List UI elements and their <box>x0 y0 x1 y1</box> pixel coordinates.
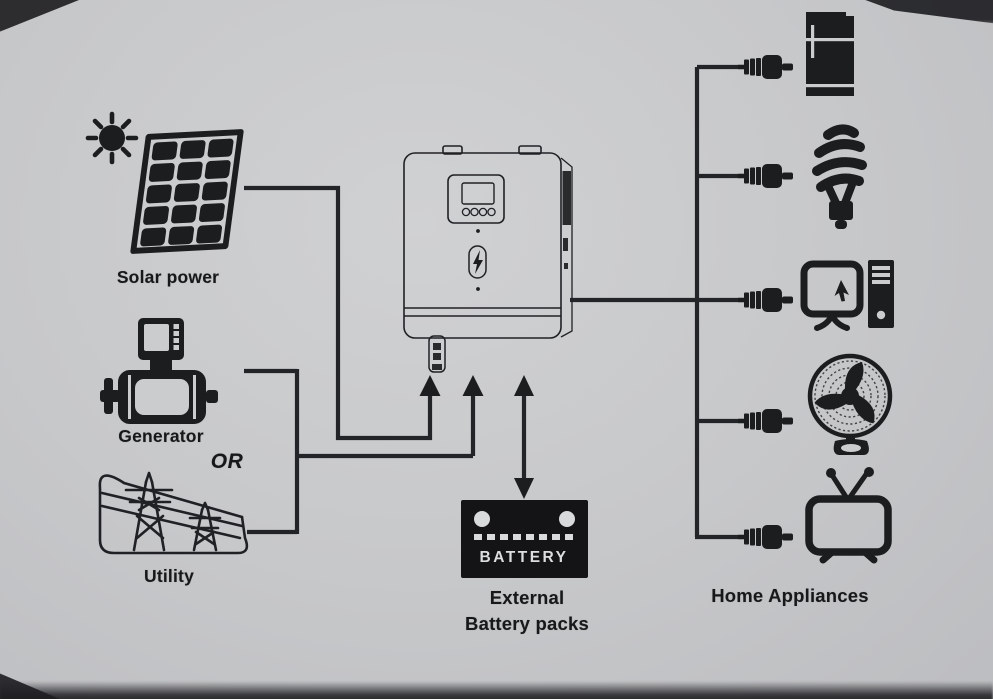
table-fan-icon <box>807 353 893 455</box>
battery-wire <box>514 375 534 499</box>
or-label: OR <box>210 450 244 473</box>
ac-output-wire <box>570 64 744 540</box>
battery-caption-line1: External <box>489 587 565 608</box>
television-icon <box>805 467 892 564</box>
double-arrow-icon <box>514 375 534 396</box>
solar-label: Solar power <box>116 267 220 287</box>
power-plug-icon <box>738 525 793 549</box>
battery-icon: BATTERY <box>461 500 588 578</box>
up-arrow-icon <box>462 375 484 396</box>
double-arrow-icon <box>514 478 534 499</box>
battery-dashes <box>474 534 573 540</box>
up-arrow-icon <box>419 375 441 396</box>
fan-blades <box>814 362 875 424</box>
power-plug-icon <box>738 55 793 79</box>
power-plug-icon <box>738 288 793 312</box>
utility-label: Utility <box>143 566 194 586</box>
appliances-label: Home Appliances <box>711 585 869 606</box>
cfl-bulb-icon <box>812 124 867 229</box>
monitor-stand <box>814 312 850 331</box>
inverter-unit-icon <box>403 145 573 373</box>
computer-tower <box>868 260 894 328</box>
generator-label: Generator <box>118 426 204 446</box>
panel-body <box>130 129 244 254</box>
utility-towers-icon <box>98 471 249 555</box>
desktop-computer-icon <box>800 260 894 331</box>
refrigerator-icon <box>806 12 854 96</box>
power-plug-icon <box>738 409 793 433</box>
inverter-details <box>432 171 571 370</box>
sun-icon <box>85 111 139 165</box>
power-plug-icon <box>738 164 793 188</box>
solar-dc-wire <box>244 185 433 441</box>
generator-icon <box>100 318 218 424</box>
ac-input-wire <box>244 368 476 535</box>
battery-box-label: BATTERY <box>480 549 569 566</box>
solar-panel-icon <box>85 111 244 254</box>
battery-caption: External Battery packs <box>417 585 637 637</box>
battery-caption-line2: Battery packs <box>465 613 589 634</box>
cursor-icon <box>834 280 849 302</box>
photo-edge-bottom <box>0 681 993 699</box>
